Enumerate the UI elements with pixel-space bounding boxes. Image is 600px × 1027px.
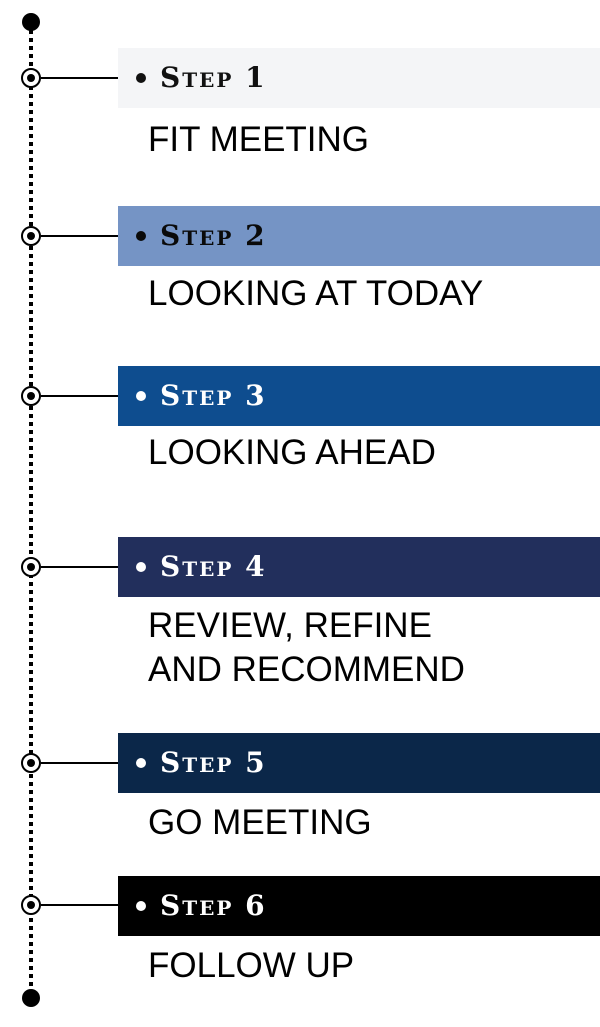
- step-3-description-line-1: LOOKING AHEAD: [148, 433, 436, 472]
- bullet-icon: [136, 231, 146, 241]
- timeline-node-1: [21, 68, 41, 88]
- bullet-icon: [136, 758, 146, 768]
- bullet-icon: [136, 73, 146, 83]
- bullet-icon: [136, 391, 146, 401]
- connector-2: [41, 235, 118, 237]
- timeline-start-dot: [22, 13, 40, 31]
- connector-6: [41, 904, 118, 906]
- step-4-description-line-1: REVIEW, REFINE: [148, 606, 432, 645]
- step-4-description-line-2: AND RECOMMEND: [148, 650, 465, 689]
- step-3-label: Step 3: [160, 379, 267, 412]
- step-5-label: Step 5: [160, 746, 267, 779]
- step-4-label: Step 4: [160, 550, 267, 583]
- timeline-node-2: [21, 226, 41, 246]
- step-1-description: FIT MEETING: [148, 118, 369, 162]
- timeline-end-dot: [22, 989, 40, 1007]
- bullet-icon: [136, 562, 146, 572]
- step-4-description: REVIEW, REFINE AND RECOMMEND: [148, 604, 465, 692]
- step-3-description: LOOKING AHEAD: [148, 431, 436, 475]
- step-6-band: Step 6: [118, 876, 600, 936]
- step-5-band: Step 5: [118, 733, 600, 793]
- timeline-node-6: [21, 895, 41, 915]
- step-1-label: Step 1: [160, 61, 267, 94]
- connector-3: [41, 395, 118, 397]
- step-6-description-line-1: FOLLOW UP: [148, 946, 355, 985]
- connector-4: [41, 566, 118, 568]
- bullet-icon: [136, 901, 146, 911]
- step-1-description-line-1: FIT MEETING: [148, 120, 370, 159]
- timeline-line: [29, 22, 33, 998]
- step-4-band: Step 4: [118, 537, 600, 597]
- step-6-label: Step 6: [160, 889, 267, 922]
- step-2-band: Step 2: [118, 206, 600, 266]
- connector-1: [41, 77, 118, 79]
- step-2-label: Step 2: [160, 219, 267, 252]
- step-1-band: Step 1: [118, 48, 600, 108]
- timeline-node-3: [21, 386, 41, 406]
- timeline-node-5: [21, 753, 41, 773]
- step-3-band: Step 3: [118, 366, 600, 426]
- step-5-description: GO MEETING: [148, 801, 372, 845]
- step-5-description-line-1: GO MEETING: [148, 803, 372, 842]
- step-6-description: FOLLOW UP: [148, 944, 354, 988]
- connector-5: [41, 762, 118, 764]
- step-2-description-line-1: LOOKING AT TODAY: [148, 274, 484, 313]
- timeline-node-4: [21, 557, 41, 577]
- step-2-description: LOOKING AT TODAY: [148, 272, 483, 316]
